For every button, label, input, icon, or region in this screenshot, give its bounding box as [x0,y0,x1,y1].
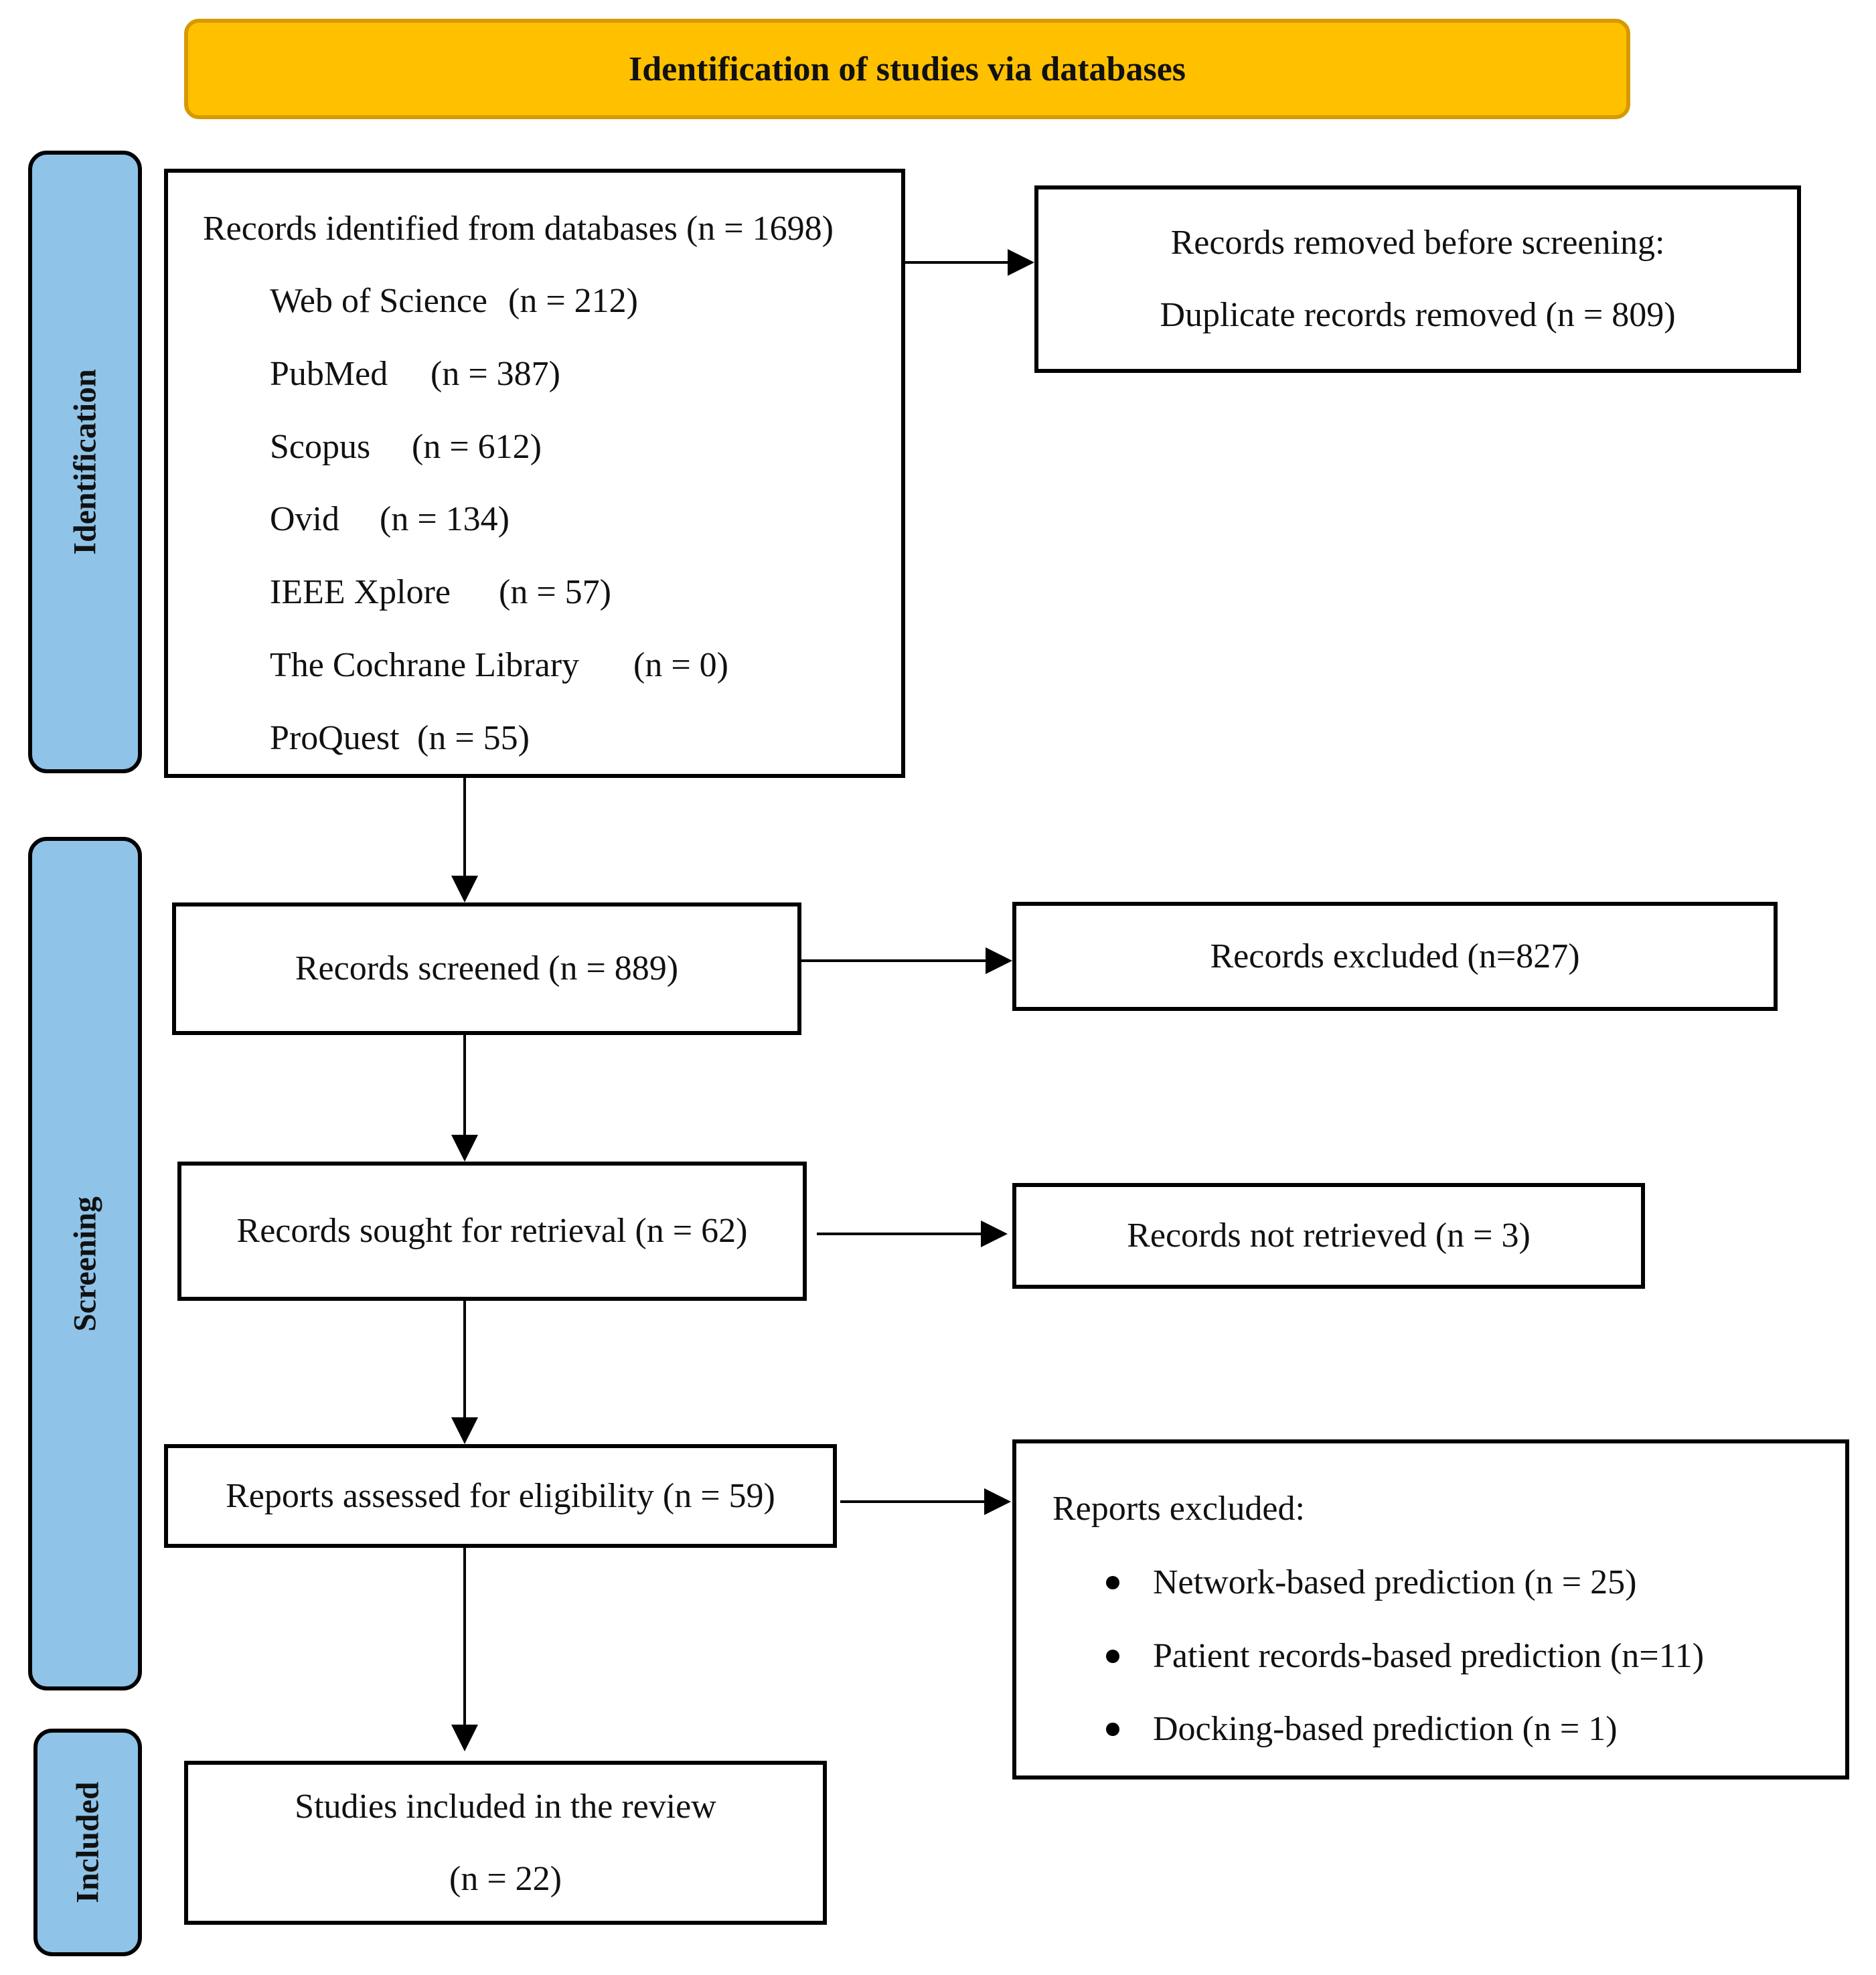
db-count: (n = 134) [380,500,510,538]
exclusion-item: Docking-based prediction (n = 1) [1153,1710,1618,1748]
db-count: (n = 0) [633,646,728,684]
records-identified-title: Records identified from databases (n = 1… [203,210,834,248]
records-removed-box: Records removed before screening: Duplic… [1034,185,1801,373]
reports-assessed-label: Reports assessed for eligibility (n = 59… [226,1476,775,1515]
bullet-icon [1106,1576,1119,1589]
db-count: (n = 57) [499,573,611,611]
records-sought-label: Records sought for retrieval (n = 62) [236,1212,748,1250]
duplicates-removed: Duplicate records removed (n = 809) [1160,296,1676,334]
db-name: Web of Science [270,282,487,320]
arrowhead [451,876,478,902]
db-count: (n = 212) [508,282,638,320]
header-banner: Identification of studies via databases [184,19,1630,119]
exclusion-item: Patient records-based prediction (n=11) [1153,1637,1705,1675]
studies-included-count: (n = 22) [449,1859,562,1898]
studies-included-box: Studies included in the review (n = 22) [184,1761,827,1925]
arrowhead [981,1220,1008,1247]
studies-included-label: Studies included in the review [295,1787,716,1826]
db-name: The Cochrane Library [270,646,580,684]
header-title: Identification of studies via databases [628,50,1186,88]
records-not-retrieved-label: Records not retrieved (n = 3) [1127,1216,1531,1255]
arrowhead [986,947,1012,974]
records-screened-box: Records screened (n = 889) [172,902,801,1035]
bullet-icon [1106,1723,1119,1736]
phase-identification: Identification [28,151,142,773]
db-count: (n = 387) [431,355,560,393]
records-excluded-box: Records excluded (n=827) [1012,902,1778,1011]
arrowhead [451,1135,478,1162]
db-count: (n = 612) [412,428,542,466]
db-name: Ovid [270,500,339,538]
reports-excluded-title: Reports excluded: [1052,1490,1305,1528]
arrowhead [1008,249,1034,276]
arrowhead [451,1725,478,1751]
reports-excluded-box: Reports excluded: Network-based predicti… [1012,1439,1849,1780]
db-name: IEEE Xplore [270,573,451,611]
records-identified-box: Records identified from databases (n = 1… [164,169,905,778]
records-not-retrieved-box: Records not retrieved (n = 3) [1012,1183,1645,1289]
records-sought-box: Records sought for retrieval (n = 62) [177,1162,807,1301]
phase-screening: Screening [28,837,142,1690]
db-name: PubMed [270,355,388,393]
db-count: (n = 55) [417,719,530,757]
exclusion-item: Network-based prediction (n = 25) [1153,1563,1637,1601]
bullet-icon [1106,1650,1119,1663]
db-name: Scopus [270,428,371,466]
records-removed-title: Records removed before screening: [1170,224,1665,262]
db-name: ProQuest [270,719,400,757]
phase-included: Included [33,1729,142,1956]
records-excluded-label: Records excluded (n=827) [1210,937,1580,975]
records-screened-label: Records screened (n = 889) [295,949,679,988]
reports-assessed-box: Reports assessed for eligibility (n = 59… [164,1444,837,1548]
arrowhead [451,1417,478,1444]
arrowhead [984,1488,1011,1515]
